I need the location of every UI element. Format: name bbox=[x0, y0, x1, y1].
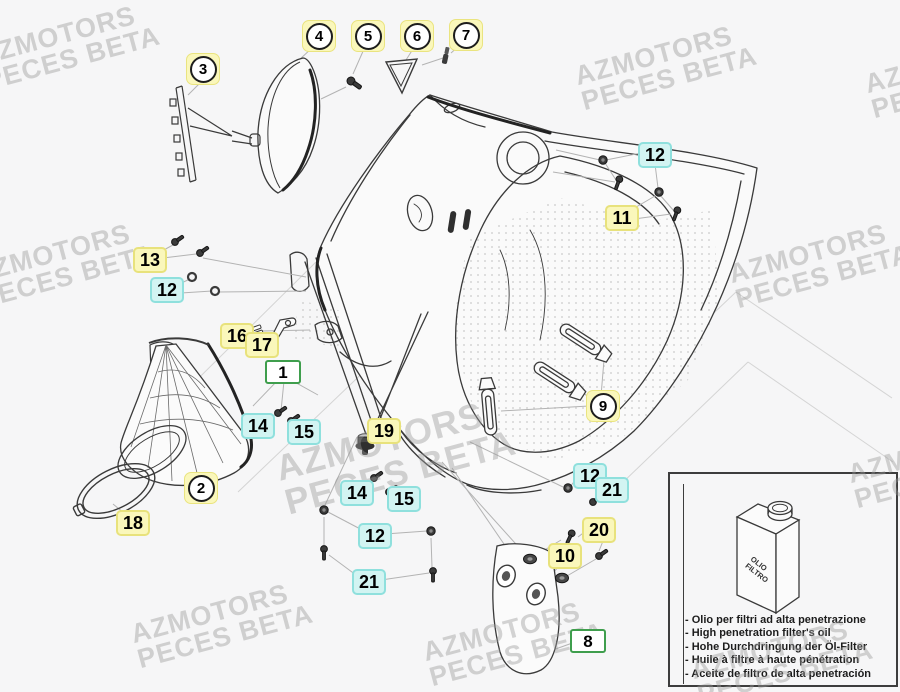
callout-12[interactable]: 12 bbox=[638, 142, 672, 168]
callout-3[interactable]: 3 bbox=[186, 53, 220, 85]
callout-12[interactable]: 12 bbox=[150, 277, 184, 303]
callout-8[interactable]: 8 bbox=[570, 629, 606, 653]
callout-10[interactable]: 10 bbox=[548, 543, 582, 569]
legend-text: - Olio per filtri ad alta penetrazione -… bbox=[685, 614, 871, 681]
callout-21[interactable]: 21 bbox=[595, 477, 629, 503]
callout-9[interactable]: 9 bbox=[586, 390, 620, 422]
rubber-pegs bbox=[447, 209, 472, 233]
mud-flap bbox=[492, 543, 560, 675]
legend-line-it: - Olio per filtri ad alta penetrazione bbox=[685, 614, 866, 626]
callout-4[interactable]: 4 bbox=[302, 20, 336, 52]
callout-circle: 2 bbox=[187, 474, 215, 502]
betamotor-logo bbox=[406, 194, 434, 232]
callout-14[interactable]: 14 bbox=[340, 480, 374, 506]
callout-circle: 4 bbox=[305, 22, 333, 50]
callout-1[interactable]: 1 bbox=[265, 360, 301, 384]
legend-line-en: - High penetration filter's oil bbox=[685, 627, 831, 640]
triangle-bracket bbox=[384, 58, 419, 95]
callout-14[interactable]: 14 bbox=[241, 413, 275, 439]
callout-2[interactable]: 2 bbox=[184, 472, 218, 504]
mounting-bracket bbox=[169, 85, 261, 183]
callout-15[interactable]: 15 bbox=[387, 486, 421, 512]
callout-11[interactable]: 11 bbox=[605, 205, 639, 231]
callout-13[interactable]: 13 bbox=[133, 247, 167, 273]
callout-17[interactable]: 17 bbox=[245, 332, 279, 358]
callout-15[interactable]: 15 bbox=[287, 419, 321, 445]
callout-circle: 6 bbox=[403, 22, 431, 50]
oil-bottle-illustration: OLIO FILTRO bbox=[735, 500, 801, 615]
callout-circle: 9 bbox=[589, 392, 617, 420]
callout-18[interactable]: 18 bbox=[116, 510, 150, 536]
legend-line-fr: - Huile à filtre à haute pénétration bbox=[685, 654, 860, 667]
callout-19[interactable]: 19 bbox=[367, 418, 401, 444]
air-filter bbox=[117, 337, 253, 487]
callout-12[interactable]: 12 bbox=[358, 523, 392, 549]
callout-6[interactable]: 6 bbox=[400, 20, 434, 52]
pin-fastener bbox=[441, 46, 450, 64]
legend-line-es: - Aceite de filtro de alta penetración bbox=[685, 667, 872, 680]
legend-divider bbox=[683, 484, 684, 684]
callout-20[interactable]: 20 bbox=[582, 517, 616, 543]
airbox-cover bbox=[257, 57, 321, 194]
callout-circle: 7 bbox=[452, 21, 480, 49]
callout-7[interactable]: 7 bbox=[449, 19, 483, 51]
callout-circle: 3 bbox=[189, 55, 217, 83]
oil-filter-legend: - Olio per filtri ad alta penetrazione -… bbox=[668, 472, 898, 687]
callout-5[interactable]: 5 bbox=[351, 20, 385, 52]
callout-circle: 5 bbox=[354, 22, 382, 50]
legend-line-de: - Hohe Durchdringung der Öl-Filter bbox=[685, 640, 868, 653]
callout-21[interactable]: 21 bbox=[352, 569, 386, 595]
flange-screw bbox=[346, 76, 362, 90]
